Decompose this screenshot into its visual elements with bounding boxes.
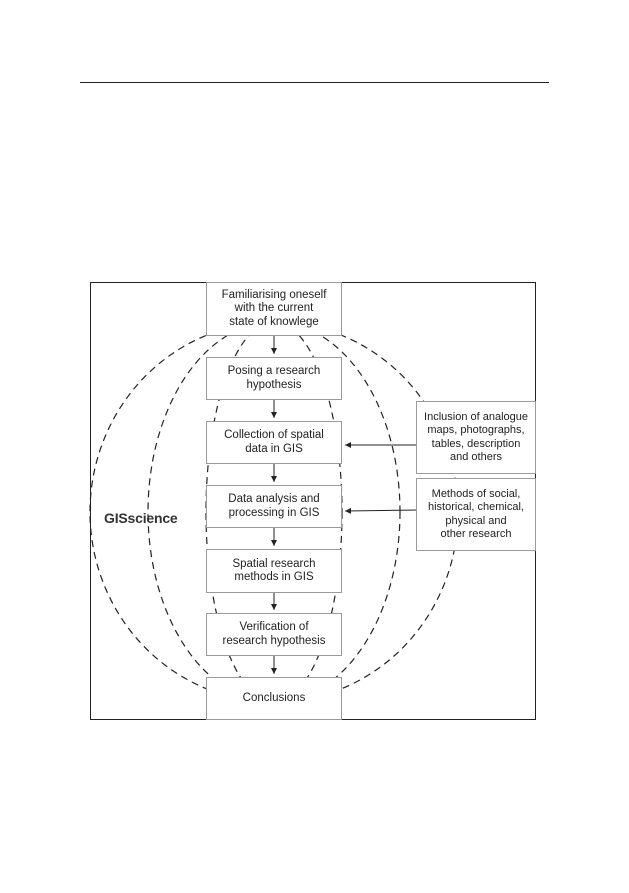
step-data-collection: Collection of spatial data in GIS: [206, 421, 342, 464]
step-hypothesis: Posing a research hypothesis: [206, 357, 342, 400]
step-conclusions: Conclusions: [206, 677, 342, 720]
side-arrow-2: [344, 507, 419, 514]
step-data-analysis: Data analysis and processing in GIS: [206, 485, 342, 528]
field-ellipse-middle: [147, 321, 401, 703]
input-analogue-sources: Inclusion of analogue maps, photographs,…: [416, 401, 536, 474]
input-other-methods: Methods of social, historical, chemical,…: [416, 478, 536, 551]
step-familiarising: Familiarising oneself with the current s…: [206, 282, 342, 336]
gisscience-label: GISscience: [104, 510, 178, 526]
step-spatial-methods: Spatial research methods in GIS: [206, 549, 342, 593]
step-verification: Verification of research hypothesis: [206, 613, 342, 656]
header-rule: [80, 82, 549, 83]
